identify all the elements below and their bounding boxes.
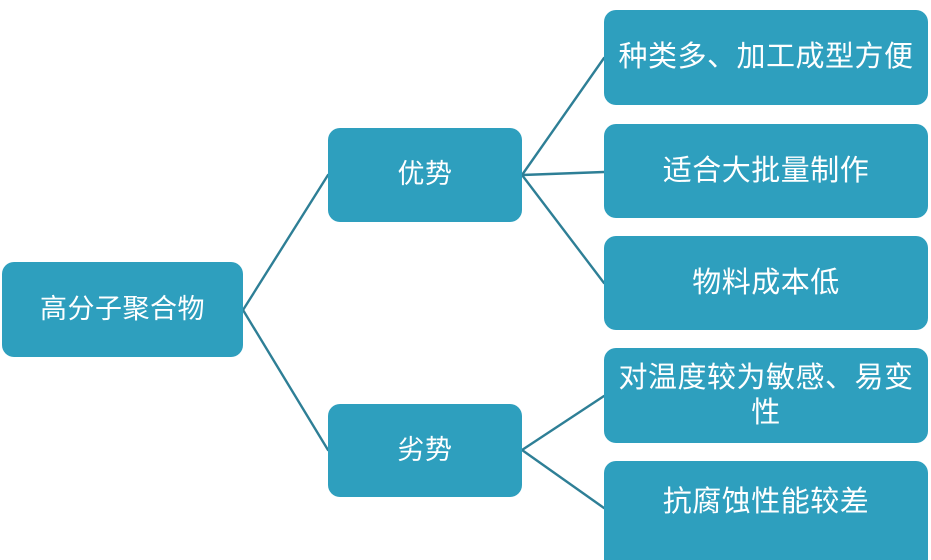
connector-root-to-disadvantages [241, 308, 330, 452]
node-advantages-label: 优势 [397, 159, 453, 190]
node-disadvantage-item-0-label: 对温度较为敏感、易变性 [618, 362, 914, 429]
connector-disadvantages-to-child-0 [520, 394, 606, 452]
node-root[interactable]: 高分子聚合物 [2, 262, 243, 357]
node-advantage-item-0-label: 种类多、加工成型方便 [618, 41, 914, 74]
connector-root-to-advantages [241, 173, 330, 312]
connector-advantages-to-child-1 [520, 170, 606, 177]
node-advantage-item-1-label: 适合大批量制作 [662, 154, 870, 187]
node-disadvantage-item-0[interactable]: 对温度较为敏感、易变性 [604, 348, 928, 443]
node-root-label: 高分子聚合物 [40, 293, 205, 324]
connector-advantages-to-child-2 [520, 173, 606, 285]
node-advantages[interactable]: 优势 [328, 128, 522, 222]
connector-disadvantages-to-child-1 [520, 448, 606, 510]
node-advantage-item-2[interactable]: 物料成本低 [604, 236, 928, 330]
node-disadvantage-item-1-label: 抗腐蚀性能较差 [662, 486, 870, 518]
node-advantage-item-2-label: 物料成本低 [692, 266, 840, 299]
node-advantage-item-1[interactable]: 适合大批量制作 [604, 124, 928, 218]
connector-advantages-to-child-0 [520, 56, 606, 177]
node-disadvantages[interactable]: 劣势 [328, 404, 522, 497]
node-advantage-item-0[interactable]: 种类多、加工成型方便 [604, 10, 928, 105]
node-disadvantages-label: 劣势 [397, 434, 453, 465]
node-disadvantage-item-1[interactable]: 抗腐蚀性能较差 [604, 461, 928, 560]
